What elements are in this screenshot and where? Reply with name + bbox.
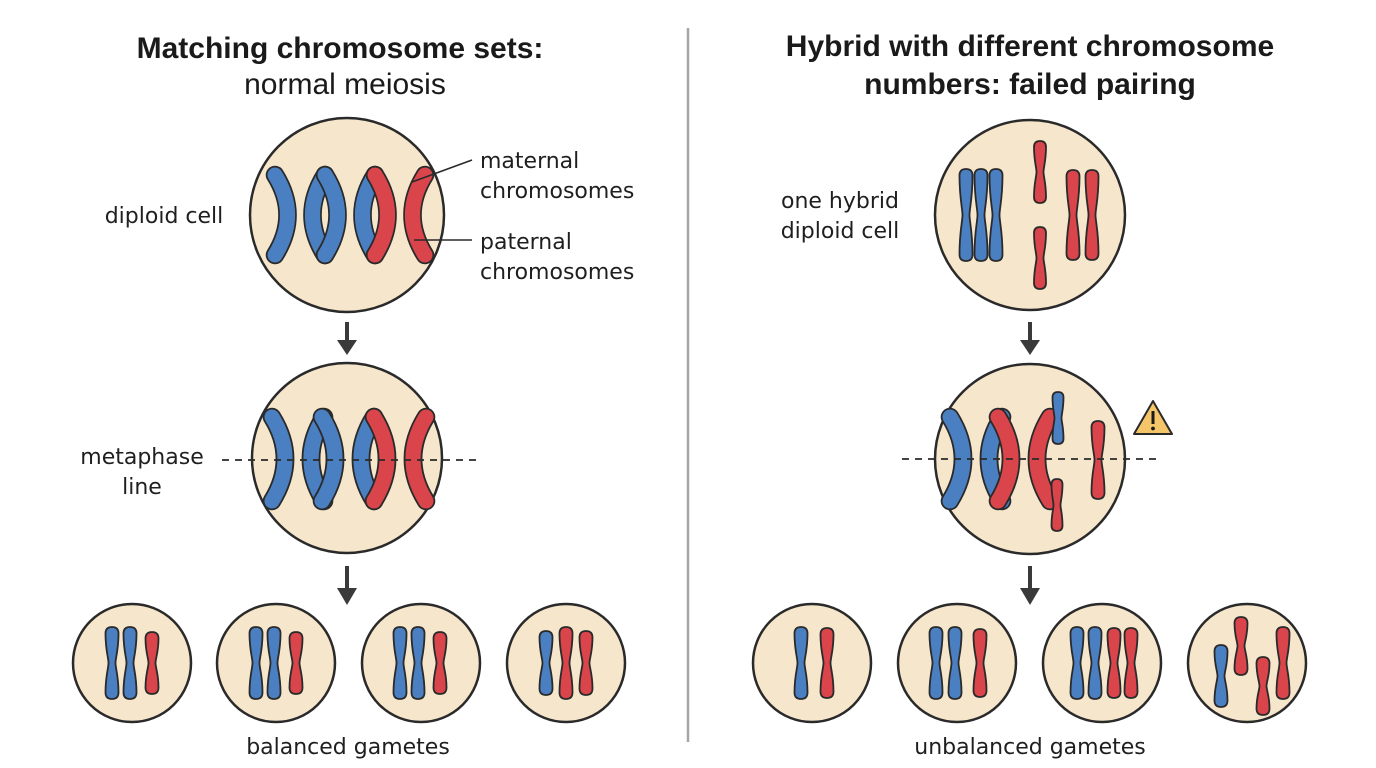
right-panel: Hybrid with different chromosome numbers… [751,30,1308,760]
chromatid [973,168,989,262]
hybrid-metaphase-cell [933,362,1127,556]
chromatid [410,626,426,700]
down-arrow-icon [1020,322,1040,355]
x-chromosome [365,165,435,265]
gamete-chromosomes [104,626,594,700]
x-chromosome [364,407,436,511]
chromatid [1090,420,1106,500]
chromatid [1065,169,1081,261]
chromatid [819,627,835,699]
chromatid [122,626,138,700]
chromatid [1033,140,1047,204]
metaphase-cell-chromosomes [262,407,436,511]
chromatid [266,626,282,700]
metaphase-label-line1: metaphase [80,445,203,470]
chromatid [1106,627,1122,699]
paternal-label-line2: chromosomes [480,260,634,285]
down-arrow-icon [337,566,357,605]
left-title-line1: Matching chromosome sets: [137,32,544,65]
diploid-cell-circle [248,116,446,314]
hybrid-diploid-cell [933,118,1127,312]
chromatid [958,168,974,262]
chromatid [558,626,574,700]
chromatid [144,631,160,695]
unbalanced-gametes [751,602,1308,724]
chromatid [1087,626,1103,700]
hybrid-cell-label-line1: one hybrid [781,189,899,214]
metaphase-label-line2: line [122,475,162,500]
right-title-line1: Hybrid with different chromosome [786,30,1274,63]
chromatid [1050,478,1064,532]
chromatid [793,626,809,700]
warning-triangle-icon [1133,400,1173,435]
left-diploid-cell [248,116,446,314]
chromatid [1275,626,1291,700]
chromatid [104,626,120,700]
chromatid [432,631,448,695]
chromatid [1255,656,1271,716]
down-arrow-icon [1020,566,1040,605]
paternal-label-line1: paternal [480,230,572,255]
hybrid-cell-chromosomes [958,140,1100,290]
chromatid [392,626,408,700]
chromatid [288,631,304,695]
right-title-line2: numbers: failed pairing [864,68,1196,101]
chromatid [538,630,554,696]
chromatid [928,626,944,700]
left-metaphase-cell [250,361,444,555]
gamete-cell [751,602,873,724]
chromatid [947,626,963,700]
diploid-cell-label: diploid cell [105,204,224,229]
chromatid [248,626,264,700]
chromatid [988,168,1004,262]
chromatid [578,630,594,696]
chromatid [1123,627,1139,699]
balanced-gametes-label: balanced gametes [246,735,450,760]
chromatid [1069,626,1085,700]
maternal-label-line2: chromosomes [480,179,634,204]
chromatid [1213,644,1229,708]
maternal-leader-line [411,159,473,183]
maternal-label-line1: maternal [480,149,579,174]
hybrid-cell-circle [933,118,1127,312]
chromatid [1084,169,1100,261]
left-panel: Matching chromosome sets: normal meiosis… [71,32,634,760]
balanced-gametes [71,602,627,724]
down-arrow-icon [337,322,357,355]
chromatid [1051,391,1065,445]
hybrid-cell-label-line2: diploid cell [781,219,900,244]
chromatid [1233,616,1249,676]
metaphase-cell-circle [250,361,444,555]
left-title-line2: normal meiosis [244,68,446,101]
chromatid [972,628,988,698]
gamete-chromosomes [793,616,1291,716]
unbalanced-gametes-label: unbalanced gametes [914,735,1146,760]
gamete-cell [1041,602,1163,724]
chromatid [1033,226,1047,290]
diploid-cell-chromosomes [265,165,435,265]
